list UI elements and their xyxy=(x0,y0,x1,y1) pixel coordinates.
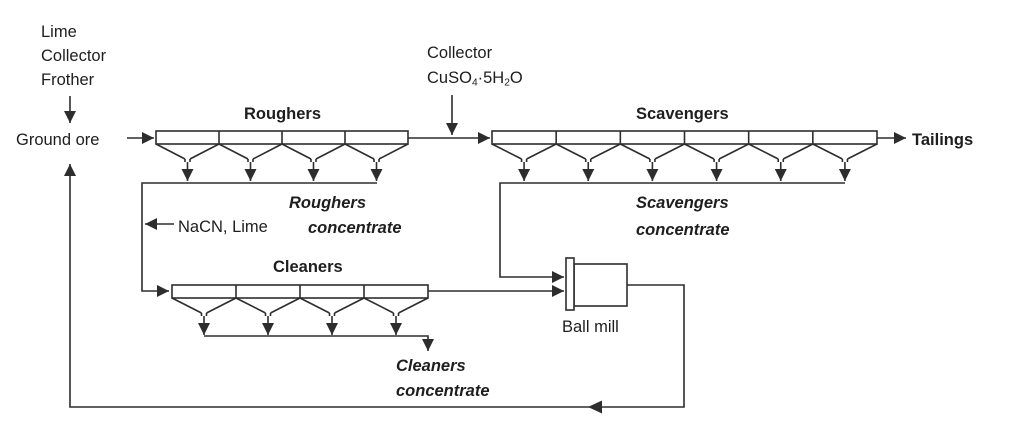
recycle-flow-arrowhead xyxy=(588,400,602,414)
cleaners-title: Cleaners xyxy=(273,258,343,276)
ball-mill-label: Ball mill xyxy=(562,318,619,336)
ballmill-recycle-line xyxy=(64,164,685,408)
scavengers-title: Scavengers xyxy=(636,105,729,123)
roughers-concentrate-label-line2: concentrate xyxy=(308,219,402,237)
reagent-collector: Collector xyxy=(41,47,107,65)
scavengers-concentrate-label-line1: Scavengers xyxy=(636,194,729,212)
roughers-concentrate-to-cleaners-line xyxy=(141,182,377,297)
cleaners-concentrate-label-line2: concentrate xyxy=(396,382,490,400)
roughers-bank xyxy=(155,130,409,181)
ball-mill-flange xyxy=(565,257,575,311)
tailings-label: Tailings xyxy=(912,131,974,149)
ball-mill-shape xyxy=(565,257,628,311)
nacn-lime-label: NaCN, Lime xyxy=(178,218,268,236)
scavengers-bank xyxy=(491,130,878,181)
cleaners-bank xyxy=(171,284,429,335)
reagent-lime: Lime xyxy=(41,23,77,41)
ball-mill-body xyxy=(573,263,628,307)
roughers-concentrate-label-line1: Roughers xyxy=(289,194,367,212)
cleaners-concentrate-arrow xyxy=(204,335,434,351)
collector-reagent-line1: Collector xyxy=(427,44,493,62)
reagents-label: Lime Collector Frother xyxy=(41,20,106,92)
collector-reagent-formula: CuSO4·5H2O xyxy=(427,69,523,89)
roughers-title: Roughers xyxy=(244,105,322,123)
cleaners-concentrate-label-line1: Cleaners xyxy=(396,357,466,375)
reagent-frother: Frother xyxy=(41,71,95,89)
collector-reagent-label: Collector CuSO4·5H2O xyxy=(427,41,523,95)
ground-ore-label: Ground ore xyxy=(16,131,100,149)
scavengers-concentrate-label-line2: concentrate xyxy=(636,221,730,239)
scavengers-concentrate-to-ballmill-line xyxy=(499,182,845,283)
